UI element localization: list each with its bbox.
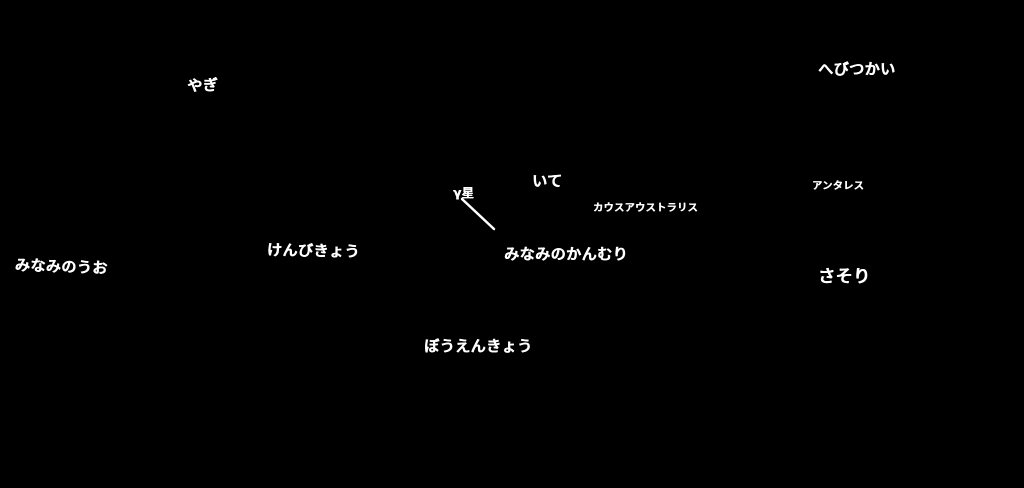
gamma-star-pointer-line <box>460 197 496 231</box>
star-label-kaus-australis: カウスアウストラリス <box>593 203 698 214</box>
constellation-label-ite: いて <box>532 172 563 190</box>
constellation-label-yagi: やぎ <box>186 75 219 95</box>
annotation-label-gamma-star: γ星 <box>453 186 475 200</box>
constellation-label-minami-no-kanmuri: みなみのかんむり <box>504 245 629 263</box>
constellation-label-hebitsukai: へびつかい <box>818 60 896 78</box>
constellation-label-sasori: さそり <box>818 267 871 287</box>
constellation-label-bouenkyou: ぼうえんきょう <box>424 337 533 355</box>
constellation-label-minami-no-uo: みなみのうお <box>14 256 109 278</box>
star-label-antares: アンタレス <box>812 181 865 192</box>
constellation-label-kenbikyou: けんびきょう <box>266 241 361 261</box>
